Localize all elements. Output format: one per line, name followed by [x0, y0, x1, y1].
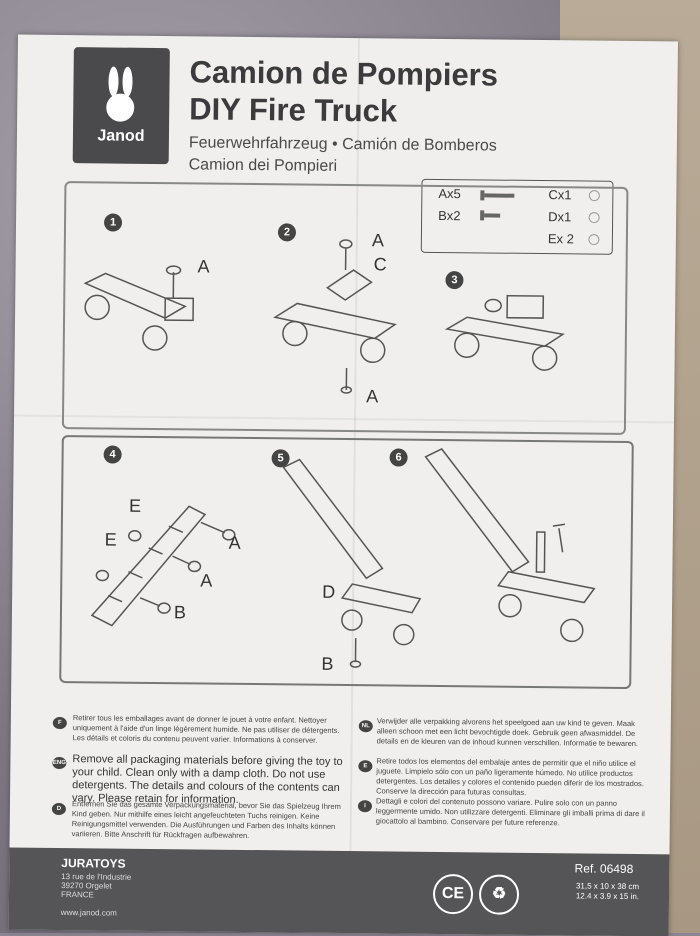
- warning-nl: Verwijder alle verpakking alvorens het s…: [377, 716, 647, 749]
- label-s4-b: B: [174, 602, 186, 623]
- label-s4-a-middle: A: [200, 570, 212, 591]
- warning-it: Dettagli e colori del contenuto possono …: [376, 796, 646, 829]
- recycle-icon: ♻: [479, 874, 519, 914]
- label-s2-c: C: [374, 254, 387, 275]
- dimensions: 31,5 x 10 x 38 cm 12.4 x 3.9 x 15 in.: [576, 881, 639, 902]
- label-s2-a: A: [372, 230, 384, 251]
- flag-es: E: [358, 760, 372, 772]
- flag-nl: NL: [359, 720, 373, 732]
- website: www.janod.com: [61, 908, 117, 918]
- instruction-sheet: Janod Camion de Pompiers DIY Fire Truck …: [9, 35, 678, 936]
- flag-de: D: [52, 803, 66, 815]
- warning-de: Entfernen Sie das gesamte Verpackungsmat…: [72, 799, 348, 842]
- label-s4-a-right: A: [229, 533, 241, 554]
- flag-it: I: [358, 800, 372, 812]
- warning-es: Retire todos los elementos del embalaje …: [376, 756, 646, 799]
- company-name: JURATOYS: [61, 856, 125, 871]
- label-s5-d: D: [322, 582, 335, 603]
- label-s4-e-top: E: [129, 496, 141, 517]
- dimensions-cm: 31,5 x 10 x 38 cm: [576, 881, 639, 892]
- footer-bar: JURATOYS 13 rue de l'Industrie 39270 Org…: [9, 847, 670, 936]
- address-line-3: FRANCE: [61, 890, 131, 900]
- label-s1-a: A: [197, 256, 209, 277]
- reference-number: Ref. 06498: [575, 861, 634, 876]
- flag-fr: F: [53, 717, 67, 729]
- label-s5-b: B: [321, 654, 333, 675]
- label-s4-e-left: E: [105, 529, 117, 550]
- ce-mark-icon: CE: [433, 874, 473, 914]
- warning-fr: Retirer tous les emballages avant de don…: [73, 713, 343, 746]
- flag-en: ENG: [52, 757, 66, 769]
- company-address: 13 rue de l'Industrie 39270 Orgelet FRAN…: [61, 872, 131, 900]
- label-s2-a-bottom: A: [366, 386, 378, 407]
- dimensions-in: 12.4 x 3.9 x 15 in.: [576, 891, 639, 902]
